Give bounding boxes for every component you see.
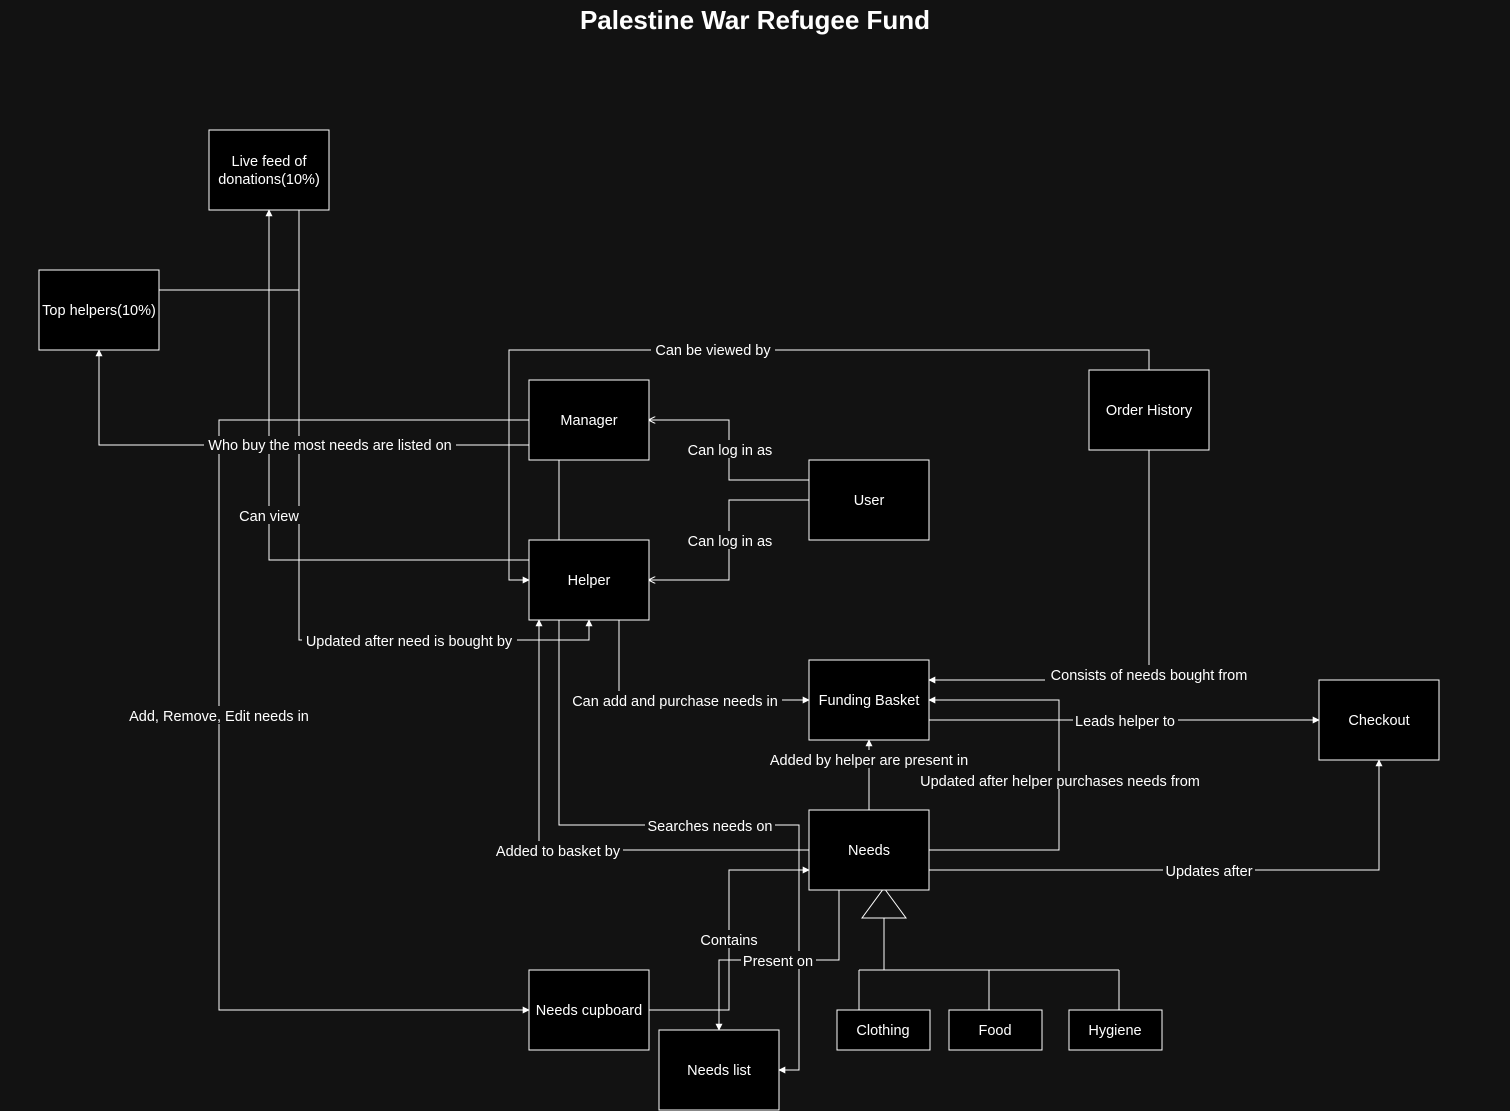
edge-label-add-purchase: Can add and purchase needs in	[568, 691, 782, 710]
node-food[interactable]: Food	[948, 1009, 1043, 1051]
svg-text:Contains: Contains	[700, 933, 757, 949]
edge-label-present-on: Present on	[741, 951, 816, 970]
edge-manager-top-helpers	[95, 349, 529, 446]
node-live-feed[interactable]: Live feed of donations(10%)	[208, 129, 330, 211]
edge-label-added-by-helper: Added by helper are present in	[766, 750, 973, 769]
edge-order-history-viewed-by-helper	[508, 349, 1150, 584]
node-clothing[interactable]: Clothing	[836, 1009, 931, 1051]
node-needs-list[interactable]: Needs list	[658, 1029, 780, 1111]
node-needs-cupboard[interactable]: Needs cupboard	[528, 969, 650, 1051]
node-needs-cupboard-label: Needs cupboard	[536, 1003, 642, 1019]
edge-label-add-remove-edit: Add, Remove, Edit needs in	[125, 706, 314, 725]
node-funding-basket[interactable]: Funding Basket	[808, 659, 930, 741]
node-checkout-label: Checkout	[1348, 713, 1409, 729]
svg-text:Can log in as: Can log in as	[688, 443, 773, 459]
svg-text:Added by helper are present in: Added by helper are present in	[770, 753, 968, 769]
edge-needs-helper	[535, 619, 809, 851]
node-needs-list-label: Needs list	[687, 1063, 751, 1079]
svg-text:Updated after need is bought b: Updated after need is bought by	[306, 634, 513, 650]
node-top-helpers[interactable]: Top helpers(10%)	[38, 269, 160, 351]
svg-text:Add, Remove, Edit needs in: Add, Remove, Edit needs in	[129, 709, 309, 725]
edge-label-who-buy-most: Who buy the most needs are listed on	[204, 436, 456, 454]
node-live-feed-label: Live feed of	[232, 154, 308, 170]
edge-label-can-be-viewed-by: Can be viewed by	[651, 341, 775, 359]
svg-text:Searches needs on: Searches needs on	[648, 819, 773, 835]
edge-helper-funding-basket	[618, 620, 810, 704]
edge-needs-checkout	[929, 759, 1383, 871]
edge-helper-needs-list	[558, 620, 800, 1074]
svg-text:Updated after helper purchases: Updated after helper purchases needs fro…	[920, 774, 1200, 790]
edge-label-manager-login: Can log in as	[684, 440, 776, 459]
edge-label-updated-after-bought: Updated after need is bought by	[302, 631, 517, 650]
node-live-feed-label: donations(10%)	[218, 172, 320, 188]
node-clothing-label: Clothing	[856, 1023, 909, 1039]
edge-label-added-to-basket: Added to basket by	[493, 841, 623, 860]
svg-text:Leads helper to: Leads helper to	[1075, 714, 1175, 730]
node-needs-label: Needs	[848, 843, 890, 859]
node-helper-label: Helper	[568, 573, 611, 589]
node-food-label: Food	[978, 1023, 1011, 1039]
svg-text:Added to basket by: Added to basket by	[496, 844, 621, 860]
edge-label-leads-helper-to: Leads helper to	[1073, 711, 1178, 730]
node-helper[interactable]: Helper	[528, 539, 650, 621]
diagram-title: Palestine War Refugee Fund	[580, 5, 930, 35]
node-user[interactable]: User	[808, 459, 930, 541]
node-hygiene-label: Hygiene	[1088, 1023, 1141, 1039]
svg-text:Consists of needs bought from: Consists of needs bought from	[1051, 668, 1248, 684]
node-user-label: User	[854, 493, 885, 509]
edge-label-updates-after: Updates after	[1163, 861, 1255, 880]
node-needs[interactable]: Needs	[808, 809, 930, 891]
node-checkout[interactable]: Checkout	[1318, 679, 1440, 761]
edge-label-can-view: Can view	[238, 506, 300, 525]
node-funding-basket-label: Funding Basket	[819, 693, 920, 709]
node-manager[interactable]: Manager	[528, 379, 650, 461]
edge-order-history-funding-basket	[928, 450, 1150, 684]
node-order-history-label: Order History	[1106, 403, 1193, 419]
svg-text:Can add and purchase needs in: Can add and purchase needs in	[572, 694, 778, 710]
edge-label-updated-after-purchase: Updated after helper purchases needs fro…	[914, 771, 1206, 790]
node-top-helpers-label: Top helpers(10%)	[42, 303, 156, 319]
node-hygiene[interactable]: Hygiene	[1068, 1009, 1163, 1051]
svg-text:Who buy the most needs are lis: Who buy the most needs are listed on	[208, 438, 451, 454]
svg-text:Present on: Present on	[743, 954, 813, 970]
node-order-history[interactable]: Order History	[1088, 369, 1210, 451]
inheritance-triangle	[861, 887, 907, 919]
svg-text:Updates after: Updates after	[1165, 864, 1252, 880]
svg-text:Can log in as: Can log in as	[688, 534, 773, 550]
node-manager-label: Manager	[560, 413, 617, 429]
edge-label-contains: Contains	[698, 930, 760, 949]
svg-text:Can view: Can view	[239, 509, 299, 525]
edge-label-searches-needs: Searches needs on	[645, 816, 775, 835]
edge-helper-live-feed	[265, 209, 529, 561]
svg-text:Can be viewed by: Can be viewed by	[655, 343, 771, 359]
edge-label-helper-login: Can log in as	[684, 531, 776, 550]
edge-label-consists-of: Consists of needs bought from	[1045, 665, 1253, 684]
